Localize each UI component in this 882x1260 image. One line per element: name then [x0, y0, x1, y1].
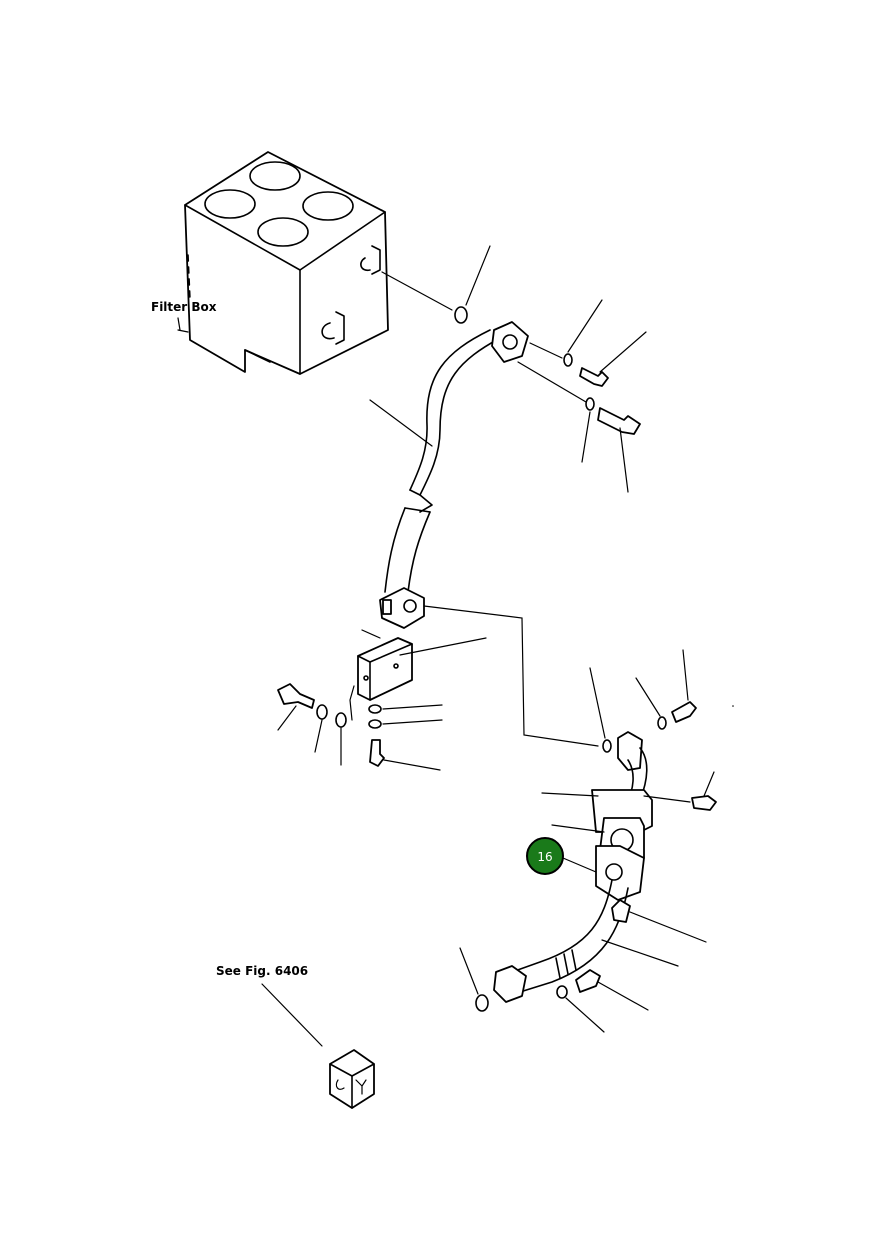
leader-filter-to-oring	[381, 271, 453, 311]
leader-upper-hose	[369, 399, 433, 447]
connector-line	[423, 605, 599, 747]
left-bolts	[277, 683, 443, 771]
callout-16-circle[interactable]	[526, 837, 564, 875]
filter-box-leader	[177, 317, 189, 333]
o-ring-upper	[454, 306, 468, 324]
upper-hose	[379, 321, 529, 629]
valve-block-y	[329, 1049, 375, 1109]
filter-box-drawing	[184, 151, 389, 375]
callout-16[interactable]: 16	[526, 837, 564, 875]
upper-bolts	[517, 299, 647, 493]
lower-assembly	[459, 649, 717, 1033]
see-fig-leader	[261, 983, 323, 1047]
filter-box-label: Filter Box	[151, 300, 217, 314]
callout-16-number: 16	[537, 850, 552, 864]
see-fig-label: See Fig. 6406	[216, 964, 308, 978]
leader-oring-upper	[465, 245, 491, 306]
speck	[732, 705, 734, 707]
bracket-left	[349, 629, 487, 721]
